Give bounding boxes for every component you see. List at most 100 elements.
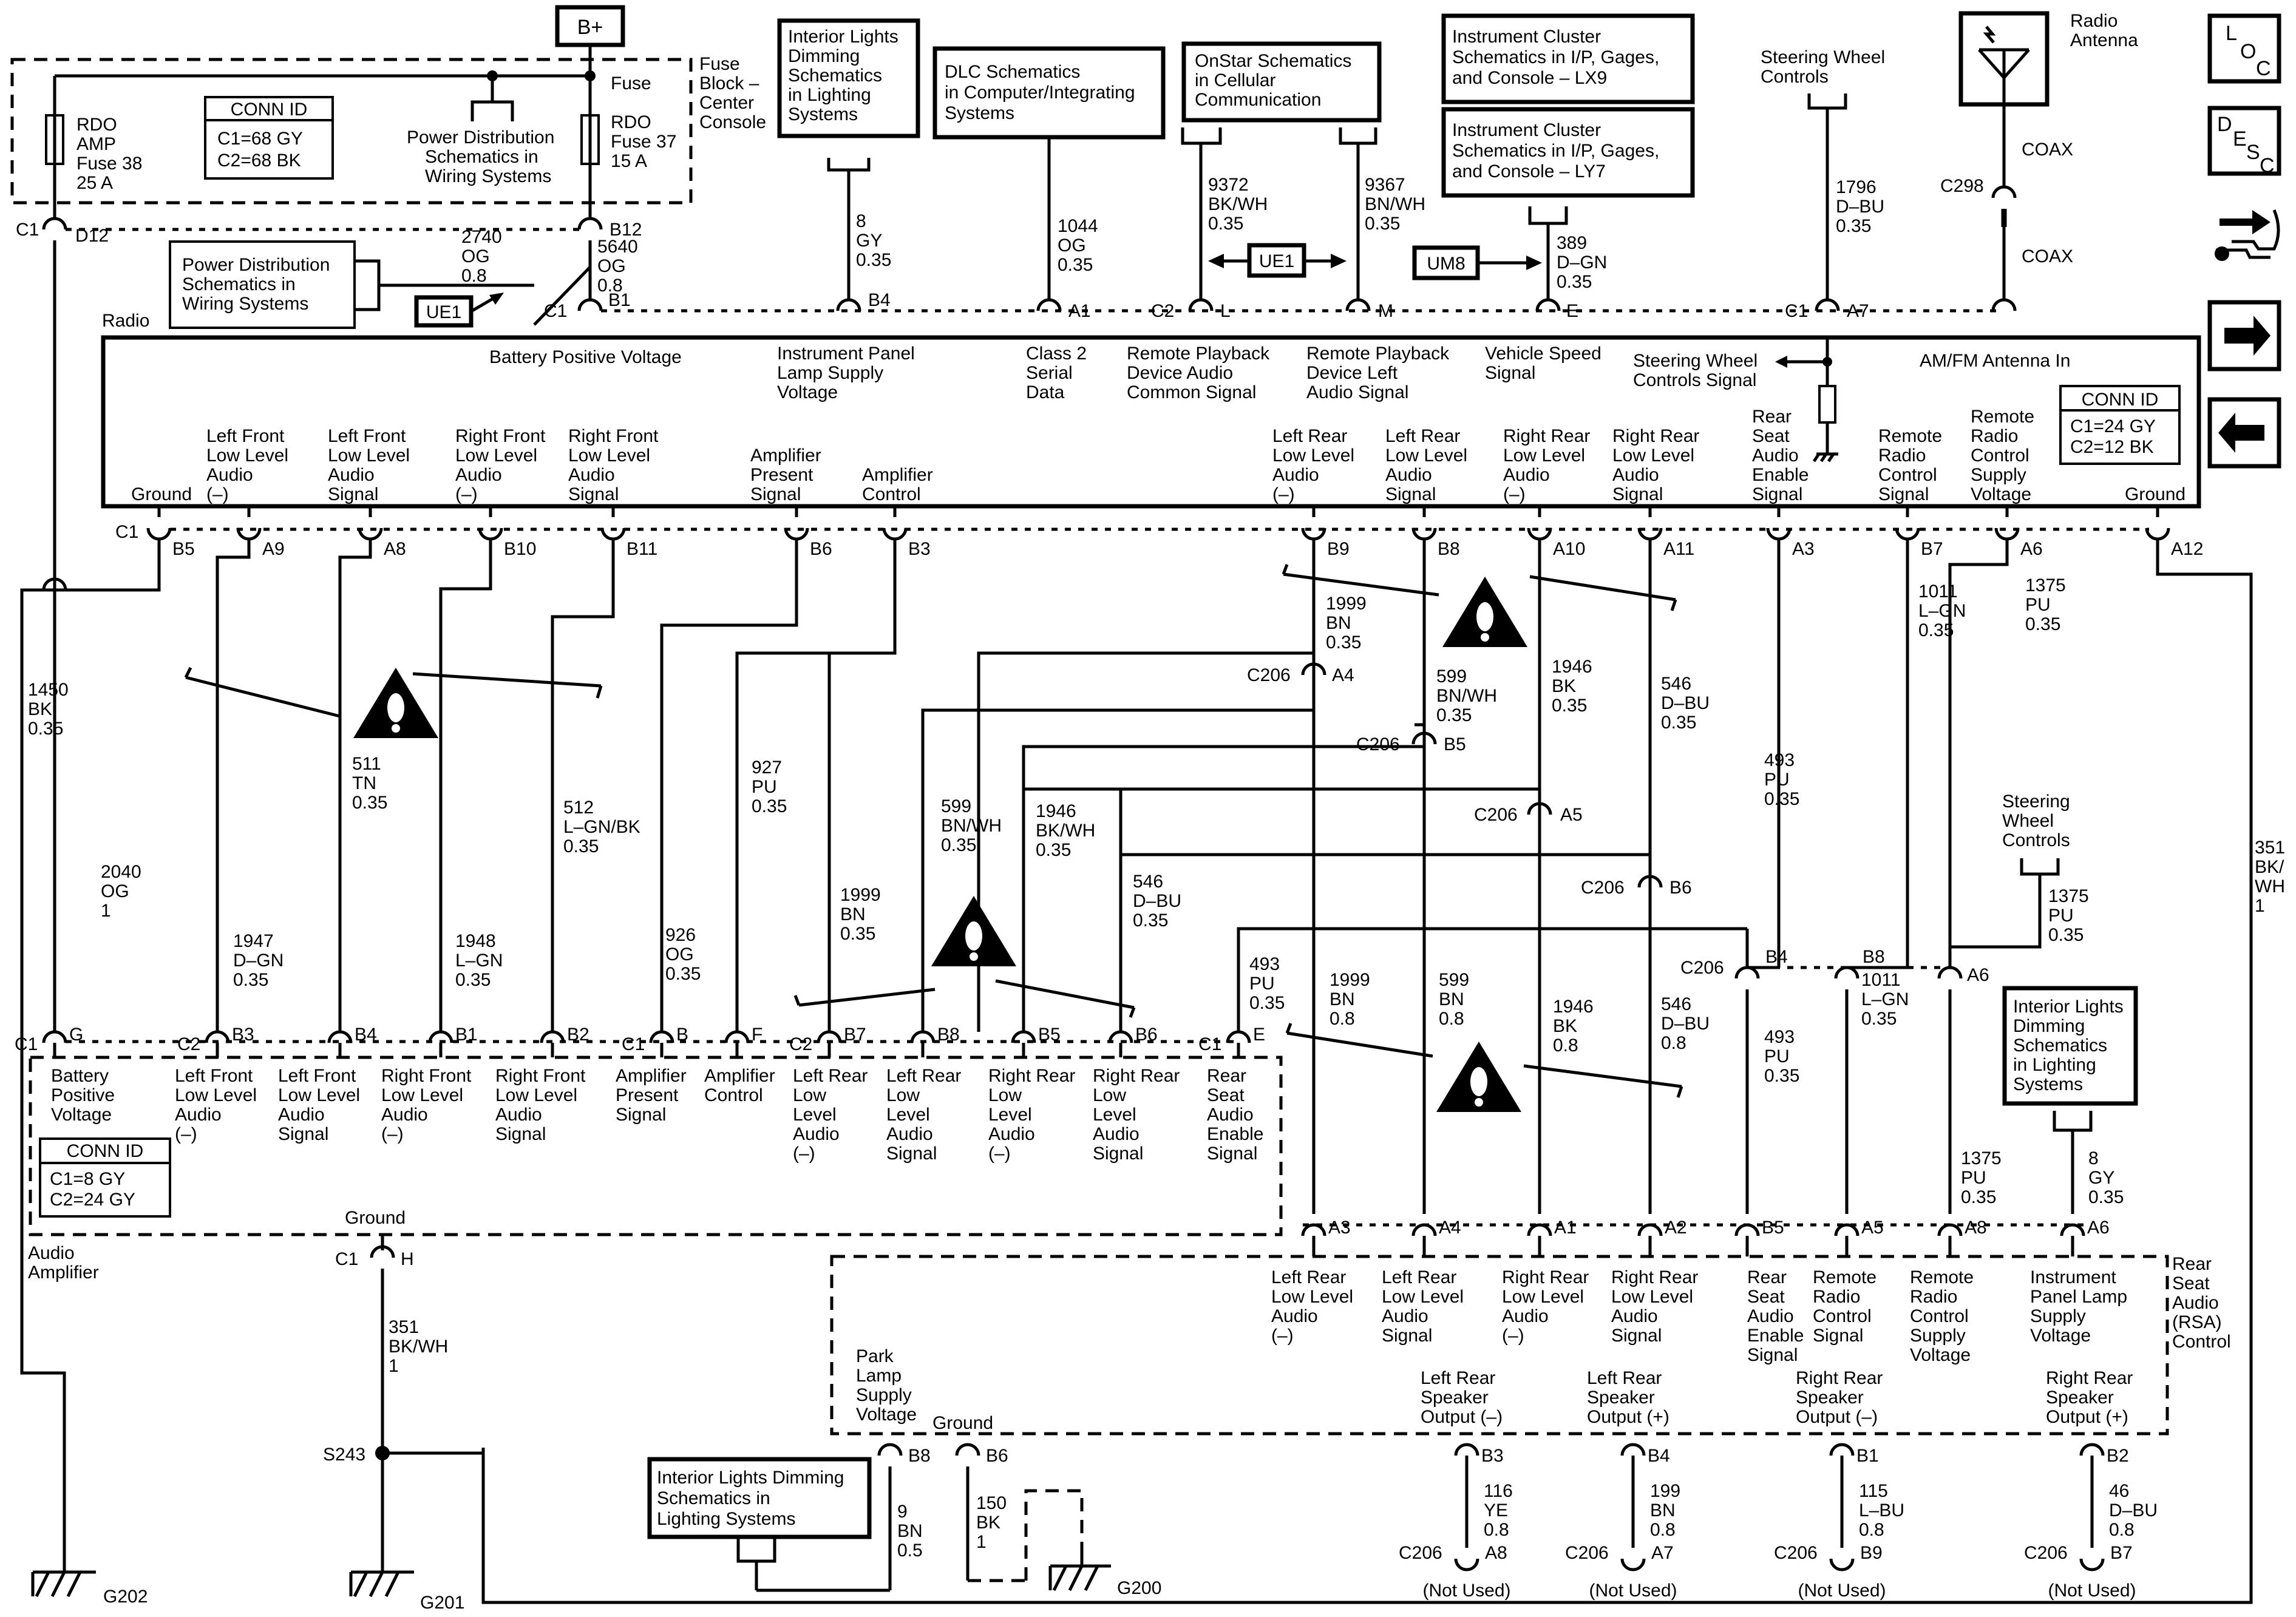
amp-pin-b7: B7 <box>844 1025 866 1045</box>
wire-546c-size: 0.8 <box>1661 1033 1686 1053</box>
radio-bottom-fn-10-3: Audio <box>1612 465 1659 485</box>
radio-bottom-fn-8-4: Signal <box>1385 484 1436 504</box>
wire-1450-num: 1450 <box>28 680 69 700</box>
ref-dlc-1: DLC Schematics <box>945 62 1080 82</box>
wire-150-color: BK <box>976 1513 1000 1533</box>
amp-pin-b: B <box>676 1025 688 1045</box>
fuse-conn-id-title: CONN ID <box>231 100 308 120</box>
wire-w46-2: 0.8 <box>2109 1520 2135 1540</box>
radio-fn-antenna: AM/FM Antenna In <box>1920 351 2070 371</box>
wire-493c-num: 493 <box>1764 1027 1795 1047</box>
fuse38-line2: AMP <box>76 134 116 154</box>
wire-926-color: OG <box>665 944 694 964</box>
radio-fn-vss-1: Vehicle Speed <box>1485 344 1601 364</box>
rsa-fn-1-3: Audio <box>1382 1306 1428 1326</box>
pin-c206-b8: B8 <box>1863 947 1885 967</box>
radio-bottom-fn-4-4: Signal <box>568 484 619 504</box>
pin-m: M <box>1378 301 1393 321</box>
next-button[interactable] <box>2207 300 2281 371</box>
wire-599b-size: 0.35 <box>941 835 976 855</box>
pin-terminal <box>42 1030 67 1043</box>
amp-conn-c2-b3: C2 <box>177 1034 200 1054</box>
rsa-fn-0-4: (–) <box>1271 1326 1294 1346</box>
conn-c206-spk-2: C206 <box>1774 1543 1818 1563</box>
radio-bottom-fn-7-2: Low Level <box>1272 446 1354 466</box>
rsa-fn-3-2: Low Level <box>1611 1287 1693 1307</box>
amp-fn-9-5: (–) <box>988 1144 1011 1164</box>
wire-599c-size: 0.8 <box>1439 1009 1464 1029</box>
pin-terminal <box>1834 1223 1860 1236</box>
rsa-speaker-2-1: Right Rear <box>1796 1368 1883 1388</box>
amp-fn-8-5: Signal <box>886 1144 937 1164</box>
pin-terminal <box>1411 1223 1437 1236</box>
amp-fn-9-4: Audio <box>988 1124 1035 1144</box>
amp-pin-b8: B8 <box>937 1025 960 1045</box>
radio-pin-b8: B8 <box>1438 539 1460 559</box>
wire-9372-size: 0.35 <box>1208 214 1243 234</box>
radio-fn-rpl-2: Device Left <box>1306 363 1398 383</box>
amp-fn-11-1: Rear <box>1207 1066 1246 1086</box>
rsa-park-2: Lamp <box>856 1366 902 1386</box>
rsa-fn-3-3: Audio <box>1611 1306 1658 1326</box>
location-button[interactable]: L O C <box>2207 13 2281 84</box>
conn-c206-a4: C206 <box>1247 665 1291 685</box>
conn-c206-spk-3: C206 <box>2024 1543 2068 1563</box>
wire-9367-size: 0.35 <box>1365 214 1400 234</box>
amp-fn-8-4: Audio <box>886 1124 933 1144</box>
ref-onstar-2: in Cellular <box>1195 70 1275 90</box>
wire-1948-color: L–GN <box>455 951 503 971</box>
ref-onstar-3: Communication <box>1195 90 1321 110</box>
radio-pin-b9: B9 <box>1327 539 1350 559</box>
wire-2040-num: 2040 <box>101 862 141 882</box>
wire-1011b-num: 1011 <box>1861 970 1901 990</box>
amp-fn-1-3: Audio <box>175 1105 222 1125</box>
rsa-park-1: Park <box>856 1346 894 1366</box>
amp-fn-3-3: Audio <box>381 1105 428 1125</box>
rsa-spk-pin-b2: B2 <box>2107 1446 2129 1466</box>
rsa-name-1: Rear <box>2172 1254 2212 1274</box>
amp-pin-b1: B1 <box>455 1025 478 1045</box>
pin-b1: B1 <box>608 290 631 310</box>
wire-546a-size: 0.35 <box>1661 713 1696 733</box>
wire-1011-num: 1011 <box>1918 581 1958 602</box>
caution-icon <box>1285 1023 1683 1112</box>
wire-493c-color: PU <box>1764 1046 1790 1066</box>
radio-bottom-fn-14-1: Ground <box>2125 484 2186 504</box>
wire-9-num: 9 <box>897 1502 908 1522</box>
rsa-fn-2-4: (–) <box>1502 1326 1524 1346</box>
resistor-icon <box>1818 385 1836 424</box>
amp-fn-8-3: Level <box>886 1105 930 1125</box>
radio-power-connectors: C1 D12 B12 2740 OG 0.8 5640 OG 0.8 Power… <box>16 217 642 1032</box>
fuse-block-line1: Fuse <box>611 73 651 93</box>
description-button[interactable]: D E S C <box>2207 106 2281 177</box>
pin-terminal <box>1108 1030 1133 1043</box>
wire-1375c-color: PU <box>2048 906 2074 926</box>
rsa-fn-7-3: Supply <box>2030 1306 2086 1326</box>
wire-1011b-color: L–GN <box>1861 989 1909 1009</box>
radio-fn-class2-3: Data <box>1026 382 1065 402</box>
wire-599b-num: 599 <box>941 796 971 816</box>
pin-terminal <box>1829 1443 1855 1456</box>
radio-fn-swc-2: Controls Signal <box>1633 370 1756 390</box>
wire-2040-color: OG <box>101 881 129 901</box>
pd-ref1-line2: Schematics in <box>425 147 538 167</box>
radio-bottom-fn-5-1: Amplifier <box>750 446 821 466</box>
pd-ref1-line3: Wiring Systems <box>425 166 551 186</box>
pin-terminal <box>1527 1223 1552 1236</box>
rsa-fn-5-3: Control <box>1813 1306 1872 1326</box>
ue1-label-2: UE1 <box>1259 251 1294 271</box>
wire-1999c-color: BN <box>1330 989 1355 1009</box>
amp-fn-1-4: (–) <box>175 1124 197 1144</box>
pin-terminal <box>1226 1030 1251 1043</box>
previous-button[interactable] <box>2207 397 2281 469</box>
rsa-pin-b5: B5 <box>1762 1218 1784 1238</box>
wire-926-num: 926 <box>665 925 696 945</box>
radio-conn-id-title: CONN ID <box>2082 390 2159 410</box>
wire-9367-color: BN/WH <box>1365 194 1425 214</box>
wire-546a-color: D–BU <box>1661 693 1710 713</box>
amp-fn-10-1: Right Rear <box>1093 1066 1180 1086</box>
ref-int2-5: Systems <box>2013 1074 2083 1094</box>
wire-5640-color: OG <box>597 256 626 276</box>
amp-fn-4-2: Low Level <box>495 1085 577 1105</box>
connector-tool-button[interactable] <box>2215 209 2280 261</box>
